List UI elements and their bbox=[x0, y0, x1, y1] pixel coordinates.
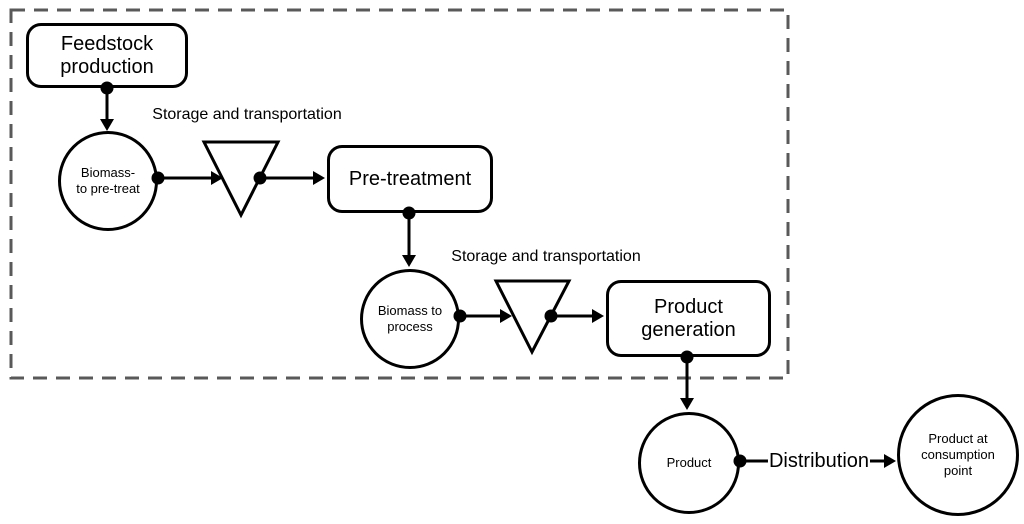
edge-storage2-to-product-generation bbox=[544, 309, 604, 323]
node-product-at-consumption-point: Product at consumption point bbox=[897, 394, 1019, 516]
node-biomass-to-process: Biomass to process bbox=[360, 269, 460, 369]
arrowhead-icon bbox=[500, 309, 512, 323]
junction-dot bbox=[253, 171, 267, 185]
arrowhead-icon bbox=[211, 171, 223, 185]
storage-triangle-icon-1 bbox=[201, 140, 281, 219]
node-product-generation: Product generation bbox=[606, 280, 771, 357]
distribution-label: Distribution bbox=[767, 450, 871, 472]
junction-dot bbox=[544, 309, 558, 323]
edge-feedstock-to-biomass-pretreat bbox=[100, 81, 114, 131]
arrowhead-icon bbox=[402, 255, 416, 267]
storage-transportation-label-1: Storage and transportation bbox=[152, 106, 342, 123]
edge-biomass-pretreat-to-storage1 bbox=[151, 171, 223, 185]
node-biomass-to-pretreat: Biomass- to pre-treat bbox=[58, 131, 158, 231]
arrowhead-icon bbox=[680, 398, 694, 410]
storage-transportation-label-2: Storage and transportation bbox=[451, 248, 641, 265]
edge-product-generation-to-product bbox=[680, 350, 694, 410]
arrowhead-icon bbox=[313, 171, 325, 185]
arrowhead-icon bbox=[100, 119, 114, 131]
edge-biomass-process-to-storage2 bbox=[453, 309, 512, 323]
arrowhead-icon bbox=[592, 309, 604, 323]
node-pre-treatment: Pre-treatment bbox=[327, 145, 493, 213]
edge-pretreatment-to-biomass-process bbox=[402, 206, 416, 267]
node-product: Product bbox=[638, 412, 740, 514]
storage-triangle-icon-2 bbox=[493, 279, 572, 356]
arrowhead-icon bbox=[884, 454, 896, 468]
node-feedstock-production: Feedstock production bbox=[26, 23, 188, 88]
edge-storage1-to-pretreatment bbox=[253, 171, 325, 185]
